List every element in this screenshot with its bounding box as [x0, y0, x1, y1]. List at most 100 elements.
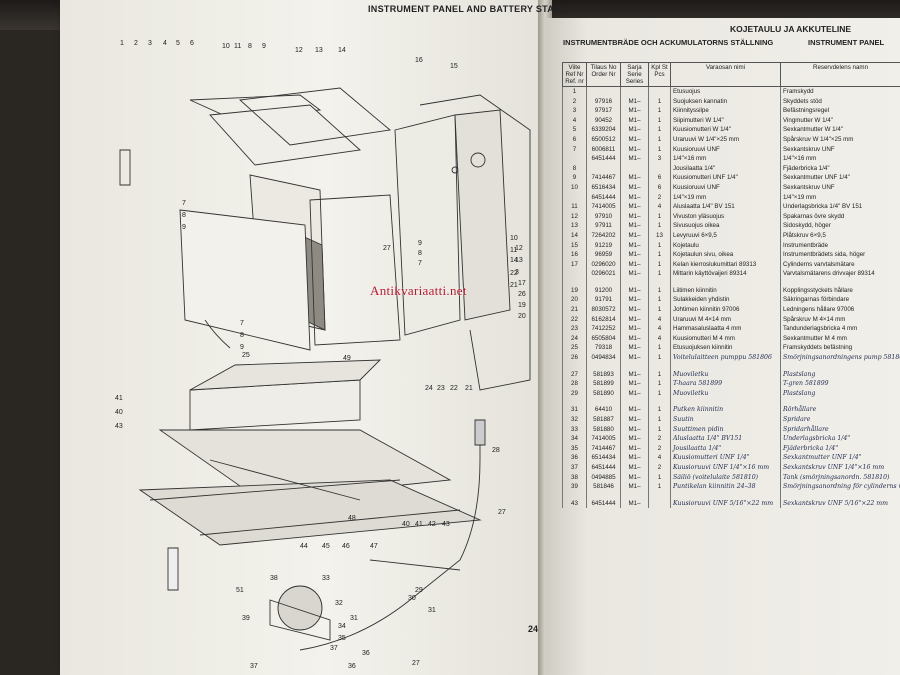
cell-order-number: 91219	[586, 240, 621, 251]
cell-pieces: 1	[648, 472, 671, 483]
tank-bracket	[269, 599, 331, 641]
cell-series: M1–	[620, 333, 649, 344]
svg-text:9: 9	[262, 43, 266, 50]
cell-series: M1–	[620, 144, 649, 155]
svg-text:40: 40	[115, 409, 123, 416]
cell-part-name-fi: Kojetaulun sivu, oikea	[670, 250, 781, 260]
col-header-order: Tilaus No Order Nr	[586, 62, 621, 87]
cell-part-name-sv: Sexkantskruv UNF	[780, 182, 900, 193]
svg-text:42: 42	[428, 521, 436, 528]
rh-side-box	[309, 194, 401, 346]
cell-order-number: 0296021	[586, 269, 621, 279]
cell-part-name-fi: Muoviletku	[670, 388, 781, 399]
cell-part-name-sv: Plastslang	[780, 388, 900, 399]
cell-series: M1–	[620, 314, 649, 325]
svg-text:31: 31	[428, 607, 436, 614]
cell-part-name-sv: Smörjningsanordningens pump 581806	[780, 353, 900, 363]
svg-text:12: 12	[515, 245, 523, 252]
cell-series: M1–	[620, 472, 649, 483]
cell-ref: 33	[562, 424, 587, 435]
wiring-cable	[204, 319, 231, 349]
svg-text:25: 25	[242, 352, 250, 359]
cell-part-name-fi: Uraruuvi W 1/4"×25 mm	[670, 134, 781, 145]
cell-ref: 1	[562, 86, 587, 97]
cell-part-name-sv: Sexkantskruv UNF 5/16"×22 mm	[780, 498, 900, 509]
cell-series: M1–	[620, 134, 649, 145]
cell-series: M1–	[620, 305, 649, 315]
cell-pieces: 1	[648, 240, 671, 251]
cell-series: M1–	[620, 211, 649, 222]
svg-text:34: 34	[338, 623, 346, 630]
spacer-row	[562, 278, 900, 286]
svg-text:28: 28	[492, 447, 500, 454]
cell-pieces: 4	[648, 453, 671, 463]
cell-part-name-sv: 1/4"×19 mm	[780, 192, 900, 203]
cell-order-number: 79318	[586, 343, 621, 354]
side-cover-right	[394, 114, 461, 336]
cell-ref: 26	[562, 353, 587, 363]
svg-text:3: 3	[148, 40, 152, 47]
cell-ref: 36	[562, 453, 587, 463]
cell-series: M1–	[620, 443, 649, 454]
cell-order-number: 6162814	[586, 314, 621, 325]
cell-ref: 5	[562, 125, 587, 135]
cell-part-name-sv: Framskyddets befästning	[780, 343, 900, 354]
cell-part-name-fi: Vivuston yläsuojus	[670, 211, 781, 222]
cell-part-name-fi: 1/4"×16 mm	[670, 154, 781, 164]
left-page-number: 24	[528, 624, 539, 634]
svg-text:27: 27	[383, 245, 391, 252]
spacer-row	[562, 398, 900, 406]
cell-part-name-fi: Levyruuvi 6×9,5	[670, 230, 781, 241]
cell-series: M1–	[620, 498, 649, 509]
cell-series: M1–	[620, 250, 649, 260]
cell-series: M1–	[620, 115, 649, 126]
cell-pieces: 1	[648, 415, 671, 425]
cell-ref: 11	[562, 202, 587, 212]
cell-pieces: 1	[648, 134, 671, 145]
cell-order-number: 64410	[586, 405, 621, 415]
left-small-bracket	[119, 149, 131, 186]
cell-order-number: 91200	[586, 285, 621, 296]
cell-part-name-sv: Sexkantmutter UNF 1/4"	[780, 453, 900, 463]
cell-pieces: 1	[648, 144, 671, 155]
svg-text:44: 44	[300, 543, 308, 550]
cell-ref: 8	[562, 163, 587, 174]
spacer-row	[562, 491, 900, 499]
cell-order-number: 6516434	[586, 182, 621, 193]
cell-series: M1–	[620, 482, 649, 492]
cell-ref: 2	[562, 96, 587, 107]
cell-order-number: 96959	[586, 250, 621, 260]
cell-order-number: 7264202	[586, 230, 621, 241]
cell-pieces: 1	[648, 96, 671, 107]
cell-part-name-sv: Varvtalsmätarens drivvajer 89314	[780, 269, 900, 279]
cell-order-number: 6451444	[586, 498, 621, 509]
cell-ref: 43	[562, 498, 587, 509]
cell-series: M1–	[620, 453, 649, 463]
panel-side-right	[419, 94, 531, 391]
cell-part-name-fi: Säiliö (voitelulaite 581810)	[670, 472, 781, 483]
cell-part-name-fi: Liitimen kiinnitin	[670, 285, 781, 296]
cell-part-name-sv: Sexkantskruv UNF 1/4"×16 mm	[780, 462, 900, 473]
cell-series: M1–	[620, 379, 649, 389]
cell-pieces: 1	[648, 424, 671, 435]
col-header-ref: Viite Ref Nr Ref. nr	[562, 62, 587, 87]
cell-order-number: 97916	[586, 96, 621, 107]
cell-order-number: 97910	[586, 211, 621, 222]
cell-part-name-fi: Puntikelan kiinnitin 24–38	[670, 482, 781, 492]
cell-pieces	[648, 498, 671, 509]
cell-ref: 22	[562, 314, 587, 325]
cell-part-name-fi: Mittarin käyttövaijeri 89314	[670, 269, 781, 279]
cell-pieces: 1	[648, 106, 671, 116]
cell-part-name-sv: Sexkantskruv UNF	[780, 144, 900, 155]
cell-order-number: 6514434	[586, 453, 621, 463]
cell-order-number: 7414005	[586, 202, 621, 212]
